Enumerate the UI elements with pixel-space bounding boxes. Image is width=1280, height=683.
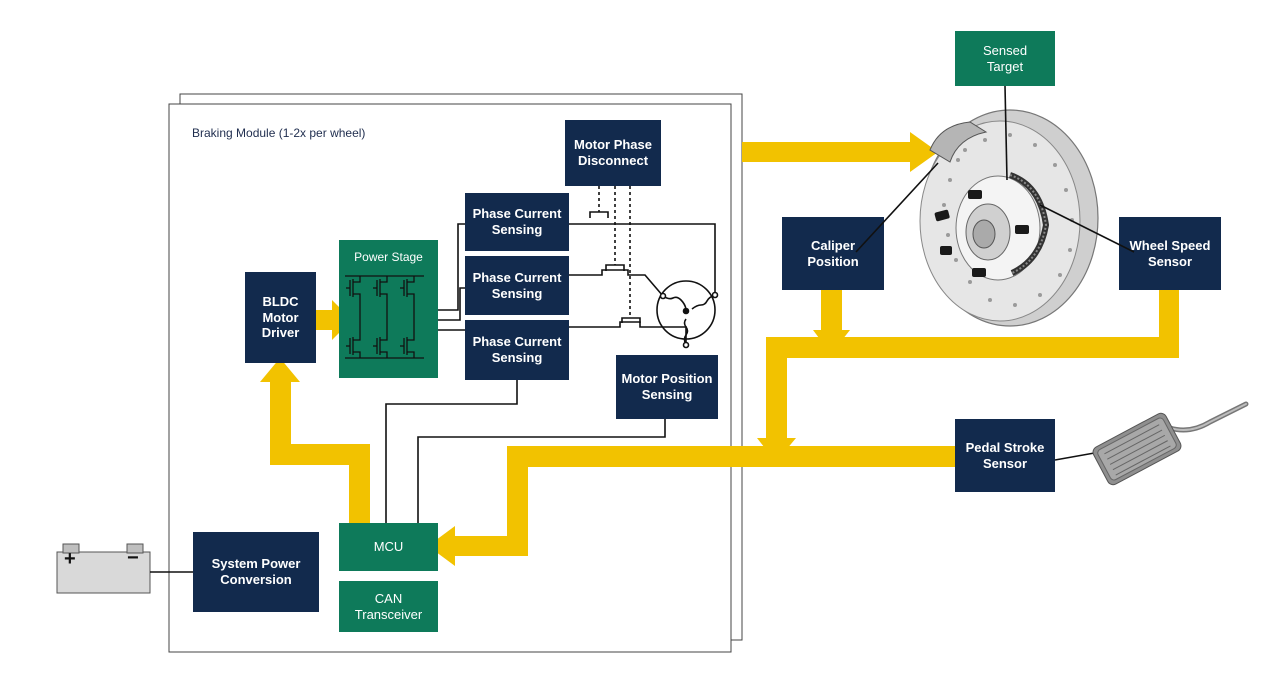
power-stage-block <box>339 240 438 378</box>
wheel-speed-block <box>1119 217 1221 290</box>
motor-icon <box>656 280 719 349</box>
arrow-head-mcu <box>428 526 455 566</box>
mcu-block <box>339 523 438 571</box>
system-power-label: System Power Conversion <box>211 556 301 587</box>
mosfet-icon <box>345 275 424 359</box>
phase-current-label-2: Phase Current Sensing <box>472 269 562 301</box>
caliper-block <box>782 217 884 290</box>
pedal-stroke-block <box>955 419 1055 492</box>
wire-sense1-motor <box>569 223 716 295</box>
bldc-label: BLDC Motor Driver <box>261 294 300 341</box>
disconnect-switches <box>589 211 641 323</box>
phase-current-block-2 <box>465 256 569 315</box>
phase-current-block-1 <box>465 193 569 251</box>
caliper-label: Caliper Position <box>807 237 859 269</box>
arrow-bldc-up <box>270 380 291 465</box>
system-power-block <box>193 532 319 612</box>
battery-icon <box>56 543 193 594</box>
motor-position-block <box>616 355 718 419</box>
wire-mcu-phase-sensing <box>385 380 518 524</box>
battery-minus-label: − <box>127 547 139 569</box>
arrow-merge-down <box>766 337 787 440</box>
phase-current-block-3 <box>465 320 569 380</box>
battery-plus-label: + <box>64 548 76 570</box>
arrow-to-mcu <box>455 536 528 556</box>
arrow-head-caliper <box>910 132 938 172</box>
pedal-stroke-label: Pedal Stroke Sensor <box>965 439 1045 471</box>
phase-current-label-3: Phase Current Sensing <box>472 334 562 365</box>
brake-disc-icon <box>855 85 1135 327</box>
can-block <box>339 581 438 632</box>
braking-module-label: Braking Module (1-2x per wheel) <box>192 126 366 140</box>
bldc-block <box>245 272 316 363</box>
flow-arrows <box>260 132 1179 566</box>
arrow-mcu-left <box>270 444 370 465</box>
power-stage-label: Power Stage <box>354 249 423 264</box>
can-label: CAN Transceiver <box>354 590 423 622</box>
arrow-pedal-down <box>507 446 528 556</box>
wheel-speed-label: Wheel Speed Sensor <box>1129 237 1211 269</box>
arrow-bldc-to-power <box>316 310 334 330</box>
mcu-label: MCU <box>373 539 404 555</box>
motor-phase-disconnect-block <box>565 120 661 186</box>
blocks <box>193 31 1221 632</box>
brake-pedal-icon <box>1054 401 1249 486</box>
disconnect-control-lines <box>598 186 631 318</box>
sensed-target-block <box>955 31 1055 86</box>
wire-mcu-motor-position <box>417 419 666 524</box>
arrow-module-to-caliper <box>742 142 912 162</box>
phase-current-label-1: Phase Current Sensing <box>472 206 562 237</box>
motor-phase-disconnect-label: Motor Phase Disconnect <box>573 137 652 168</box>
arrow-caliper-down <box>821 290 842 332</box>
arrow-sensors-horizontal <box>766 337 1179 358</box>
arrow-pedal-line <box>507 446 955 467</box>
motor-position-label: Motor Position Sensing <box>621 371 713 402</box>
sensed-target-label: Sensed Target <box>982 42 1028 74</box>
wire-sense2-motor <box>569 269 664 297</box>
arrow-head-bldc <box>260 358 300 382</box>
